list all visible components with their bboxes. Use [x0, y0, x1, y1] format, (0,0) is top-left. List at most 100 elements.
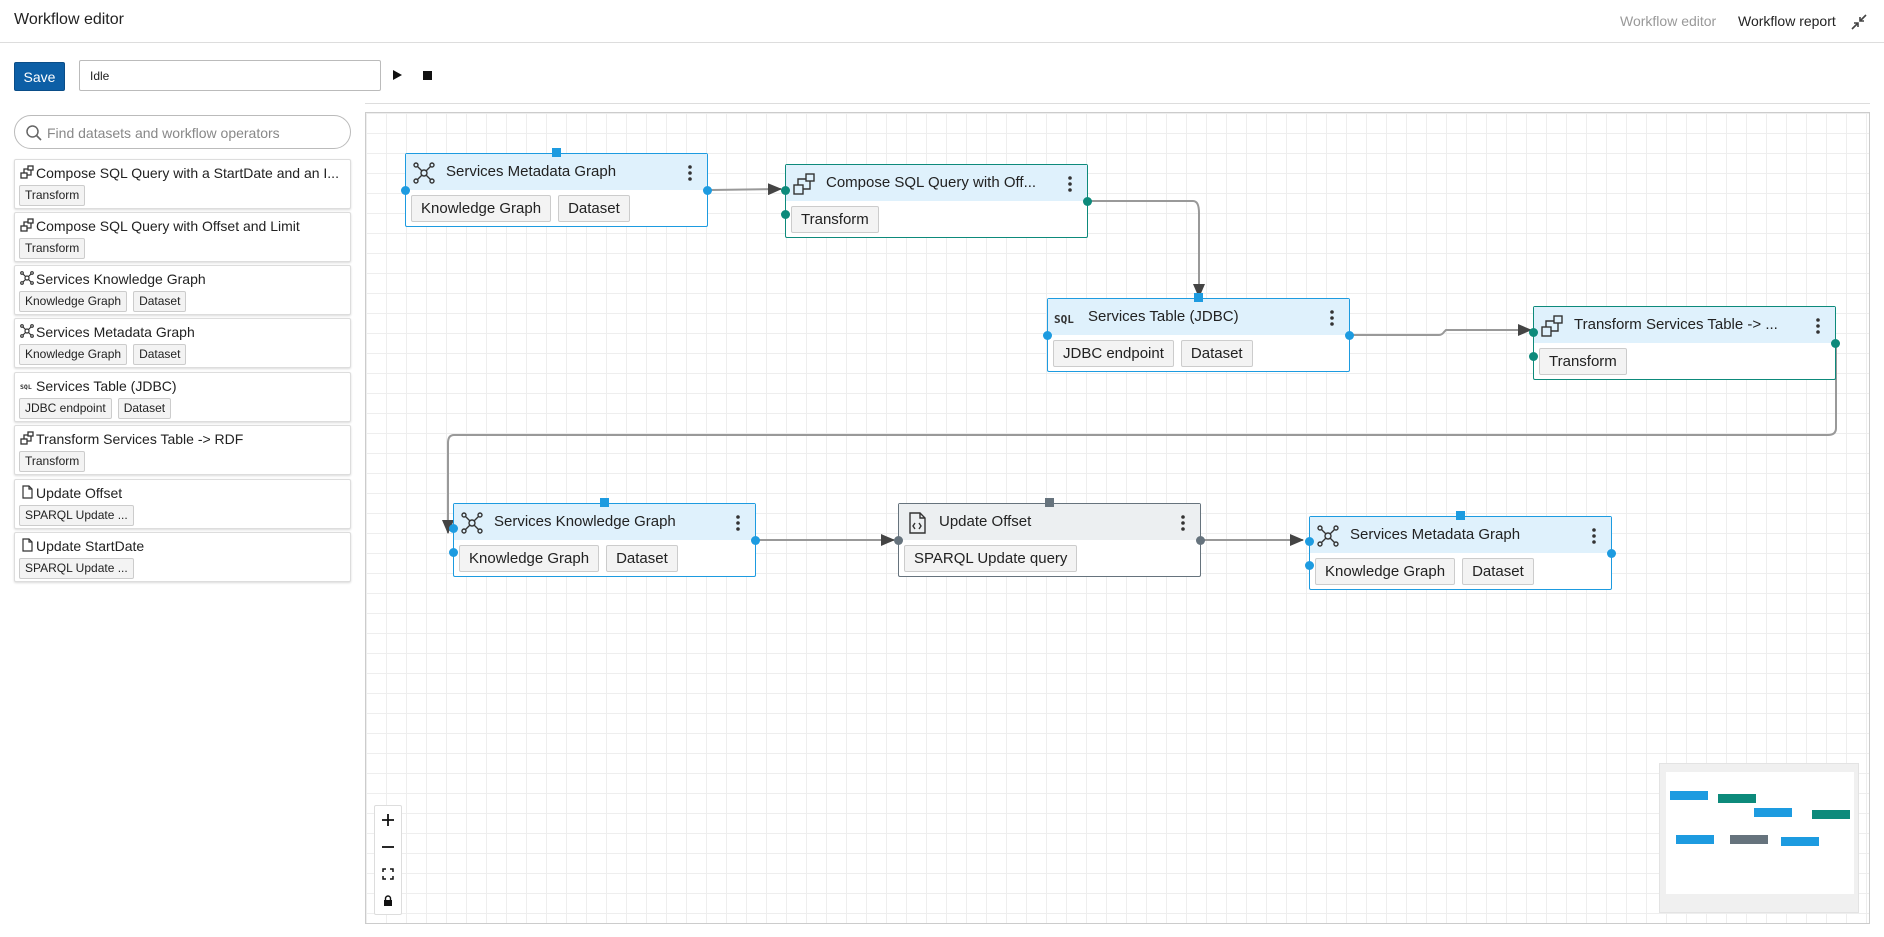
operator-tag: Dataset — [117, 398, 172, 419]
minimap[interactable] — [1659, 763, 1859, 913]
more-vertical-icon[interactable] — [1329, 308, 1335, 328]
node-tag: Dataset — [1180, 340, 1253, 367]
input-port[interactable] — [894, 536, 903, 545]
operator-tags: SPARQL Update ... — [19, 505, 134, 526]
zoom-in-button[interactable] — [375, 806, 401, 833]
operator-title: Services Table (JDBC) — [36, 378, 177, 394]
knowledge-graph-icon — [413, 162, 435, 184]
node-title: Update Offset — [939, 513, 1032, 530]
operator-tags: Transform — [19, 238, 86, 259]
more-vertical-icon[interactable] — [1591, 526, 1597, 546]
knowledge-graph-icon — [461, 512, 483, 534]
node-update-offset[interactable]: Update Offset SPARQL Update query — [894, 498, 1205, 577]
minus-icon — [382, 845, 394, 848]
output-port[interactable] — [1831, 339, 1840, 348]
input-port[interactable] — [1305, 561, 1314, 570]
save-button[interactable]: Save — [14, 62, 65, 91]
minimap-node — [1812, 810, 1850, 819]
nav-workflow-editor[interactable]: Workflow editor — [1620, 13, 1717, 29]
play-icon[interactable] — [390, 65, 406, 85]
lock-icon — [384, 894, 392, 906]
zoom-out-button[interactable] — [375, 833, 401, 860]
node-header: Compose SQL Query with Off... — [786, 165, 1087, 201]
input-port[interactable] — [449, 524, 458, 533]
fit-view-button[interactable] — [375, 860, 401, 887]
output-port[interactable] — [1083, 197, 1092, 206]
node-tag: JDBC endpoint — [1053, 340, 1174, 367]
input-port[interactable] — [1529, 352, 1538, 361]
node-tag: Transform — [1539, 348, 1627, 375]
node-title: Services Table (JDBC) — [1088, 308, 1239, 325]
operator-card[interactable]: Compose SQL Query with a StartDate and a… — [14, 159, 351, 209]
operator-tag: SPARQL Update ... — [19, 505, 134, 526]
transform-icon — [20, 165, 34, 179]
collapse-icon[interactable] — [1849, 12, 1869, 32]
config-port[interactable] — [600, 498, 609, 507]
operator-tag: Transform — [19, 238, 86, 259]
nav-workflow-report[interactable]: Workflow report — [1738, 13, 1836, 29]
more-vertical-icon[interactable] — [1180, 513, 1186, 533]
more-vertical-icon[interactable] — [1815, 316, 1821, 336]
toolbar-divider — [365, 103, 1870, 104]
search-input[interactable] — [47, 123, 337, 143]
lock-button[interactable] — [375, 887, 401, 914]
node-services-knowledge-graph[interactable]: Services Knowledge Graph Knowledge Graph… — [449, 498, 760, 577]
more-vertical-icon[interactable] — [687, 163, 693, 183]
output-port[interactable] — [1607, 549, 1616, 558]
operator-title: Compose SQL Query with a StartDate and a… — [36, 165, 339, 181]
knowledge-graph-icon — [20, 324, 34, 338]
input-port[interactable] — [781, 210, 790, 219]
execution-status-field: Idle — [79, 60, 381, 91]
input-port[interactable] — [449, 548, 458, 557]
sql-icon: SQL — [1054, 313, 1074, 326]
operator-title: Compose SQL Query with Offset and Limit — [36, 218, 300, 234]
operator-title: Services Knowledge Graph — [36, 271, 206, 287]
operator-tag: Knowledge Graph — [19, 344, 128, 365]
output-port[interactable] — [703, 186, 712, 195]
input-port[interactable] — [1529, 328, 1538, 337]
file-code-icon — [909, 512, 926, 534]
operator-tags: SPARQL Update ... — [19, 558, 134, 579]
stop-icon[interactable] — [420, 65, 436, 85]
more-vertical-icon[interactable] — [735, 513, 741, 533]
node-transform-services-table[interactable]: Transform Services Table -> ... Transfor… — [1529, 306, 1840, 380]
svg-text:SQL: SQL — [20, 383, 32, 391]
config-port[interactable] — [1194, 293, 1203, 302]
node-compose-sql-query[interactable]: Compose SQL Query with Off... Transform — [781, 164, 1092, 238]
input-port[interactable] — [1043, 331, 1052, 340]
input-port[interactable] — [401, 186, 410, 195]
minimap-node — [1676, 835, 1714, 844]
node-title: Transform Services Table -> ... — [1574, 316, 1778, 333]
operator-tags: Transform — [19, 451, 86, 472]
config-port[interactable] — [552, 148, 561, 157]
app-header: Workflow editor Workflow editor Workflow… — [0, 0, 1884, 43]
operator-search[interactable] — [14, 115, 351, 149]
node-header: Services Metadata Graph — [1310, 517, 1611, 553]
output-port[interactable] — [751, 536, 760, 545]
workflow-canvas[interactable]: Services Metadata Graph Knowledge Graph D… — [365, 112, 1870, 924]
config-port[interactable] — [1045, 498, 1054, 507]
minimap-node — [1754, 808, 1792, 817]
output-port[interactable] — [1196, 536, 1205, 545]
config-port[interactable] — [1456, 511, 1465, 520]
more-vertical-icon[interactable] — [1067, 174, 1073, 194]
input-port[interactable] — [1305, 537, 1314, 546]
input-port[interactable] — [781, 186, 790, 195]
node-header: SQL Services Table (JDBC) — [1048, 299, 1349, 335]
node-tag: Knowledge Graph — [1315, 558, 1456, 585]
transform-icon — [1541, 315, 1563, 337]
output-port[interactable] — [1345, 331, 1354, 340]
